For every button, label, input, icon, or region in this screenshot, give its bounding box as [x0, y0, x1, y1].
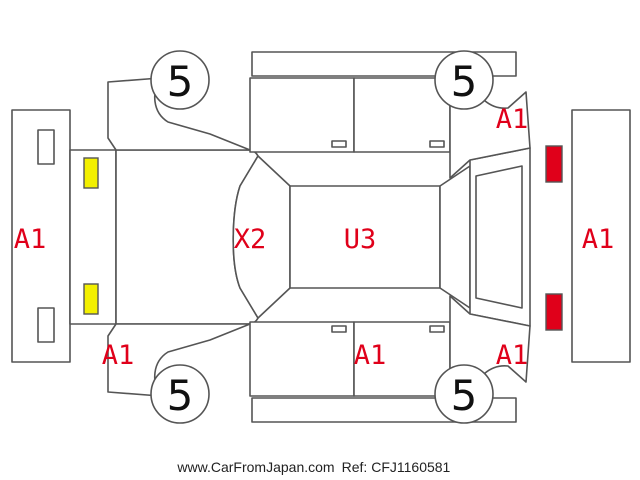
- wheel-front-left-label: 5: [167, 57, 194, 106]
- wheel-rear-right: [434, 364, 494, 424]
- bottom-door-handle-front: [331, 325, 347, 333]
- wheel-rear-right-label: 5: [451, 371, 478, 420]
- bottom-door-handle-rear: [429, 325, 445, 333]
- bottom-rear-fender-code: A1: [496, 340, 529, 371]
- roof-code: U3: [344, 224, 377, 255]
- windshield: [232, 155, 291, 319]
- wheel-front-right-label: 5: [167, 371, 194, 420]
- yellow-lamp-bottom: [83, 283, 99, 315]
- red-lamp-top: [545, 145, 563, 183]
- red-lamp-bottom: [545, 293, 563, 331]
- footer-site: www.CarFromJapan.com: [176, 459, 334, 475]
- rear-bumper: [571, 109, 631, 363]
- top-rear-fender-code: A1: [496, 104, 529, 135]
- bottom-doors-code: A1: [354, 340, 387, 371]
- top-door-handle-front: [331, 140, 347, 148]
- wheel-rear-left-label: 5: [451, 57, 478, 106]
- wheel-rear-left: [434, 50, 494, 110]
- rear-bumper-code: A1: [582, 224, 615, 255]
- wheel-front-right: [150, 364, 210, 424]
- front-bumper-code: A1: [14, 224, 47, 255]
- front-bumper-slot-bottom: [37, 307, 55, 343]
- yellow-lamp-top: [83, 157, 99, 189]
- top-rear-door: [353, 77, 451, 153]
- bottom-rear-door: [353, 321, 451, 397]
- hood-code: X2: [234, 224, 267, 255]
- rear-glass: [439, 165, 471, 309]
- bottom-front-door: [249, 321, 355, 397]
- front-bumper-slot-top: [37, 129, 55, 165]
- tailgate-inner: [475, 165, 523, 309]
- footer-ref: Ref: CFJ1160581: [342, 459, 451, 475]
- wheel-front-left: [150, 50, 210, 110]
- bottom-front-fender-code: A1: [102, 340, 135, 371]
- top-door-handle-rear: [429, 140, 445, 148]
